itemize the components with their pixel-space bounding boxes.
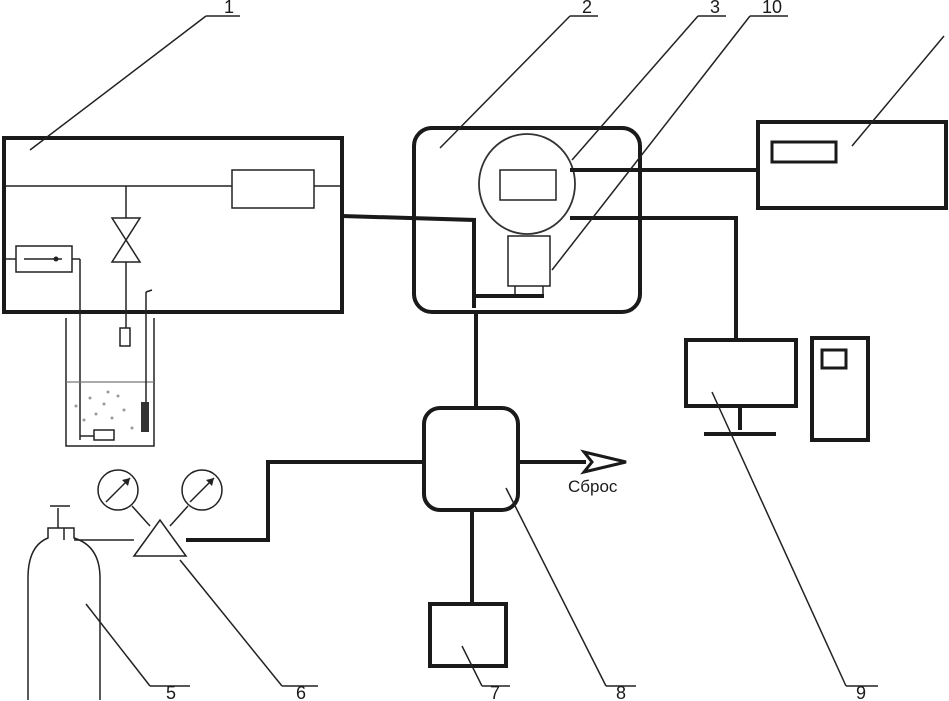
computer-9 [684,336,870,442]
vessel-float [119,327,131,347]
label-3: 3 [710,0,720,17]
gas-cylinder-5 [27,505,134,700]
gauge-right-icon [181,469,223,511]
label-7: 7 [490,683,500,701]
sensor-3-display [499,169,557,201]
unit-2-chamber [341,126,642,314]
vessel-heater [93,429,115,441]
sensor-3-head [478,133,576,235]
exhaust-label: Сброс [568,477,618,496]
reducer-triangle [132,518,188,557]
leader-lines [29,15,945,687]
label-6: 6 [296,683,306,701]
pressure-reducer-6 [97,469,223,557]
unit-1-inner-module [231,169,315,209]
label-1: 1 [224,0,234,17]
sensor-10-body [507,235,551,287]
unit-7-box [428,602,508,668]
connection-lines [186,168,758,604]
callout-labels: 1 2 3 10 5 6 7 8 9 Сброс [166,0,866,701]
computer-monitor [684,338,798,408]
unit-8-node [422,406,520,512]
water-bath-vessel [65,289,155,447]
exhaust-arrow-icon [580,449,627,475]
unit-1-block [2,136,344,440]
right-device-display [770,140,838,164]
label-2: 2 [582,0,592,17]
tower-drive [820,348,848,370]
gauge-left-icon [97,469,139,511]
label-10: 10 [762,0,782,17]
label-8: 8 [616,683,626,701]
label-5: 5 [166,683,176,701]
right-top-device [756,120,948,210]
label-9: 9 [856,683,866,701]
